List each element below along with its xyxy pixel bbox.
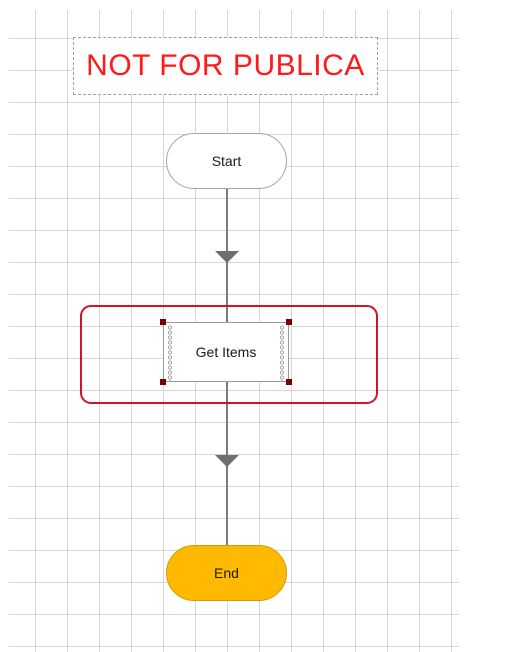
resize-handle-top-left[interactable] (160, 319, 166, 325)
resize-handle-top-right[interactable] (286, 319, 292, 325)
watermark-label: NOT FOR PUBLICA (73, 37, 378, 95)
arrowhead-down-icon (215, 251, 239, 263)
start-node-label: Start (211, 153, 242, 169)
start-node[interactable]: Start (166, 133, 287, 189)
resize-handle-bottom-right[interactable] (286, 379, 292, 385)
arrowhead-down-icon (215, 455, 239, 467)
end-node-label: End (214, 565, 239, 581)
end-node[interactable]: End (166, 545, 287, 601)
action-node-get-items[interactable]: Get Items (163, 322, 289, 382)
drag-grip-right-icon[interactable] (279, 325, 285, 381)
drag-grip-left-icon[interactable] (167, 325, 173, 381)
selection-highlight (80, 305, 378, 404)
resize-handle-bottom-left[interactable] (160, 379, 166, 385)
action-node-label: Get Items (195, 344, 257, 360)
watermark-text: NOT FOR PUBLICA (86, 49, 365, 82)
